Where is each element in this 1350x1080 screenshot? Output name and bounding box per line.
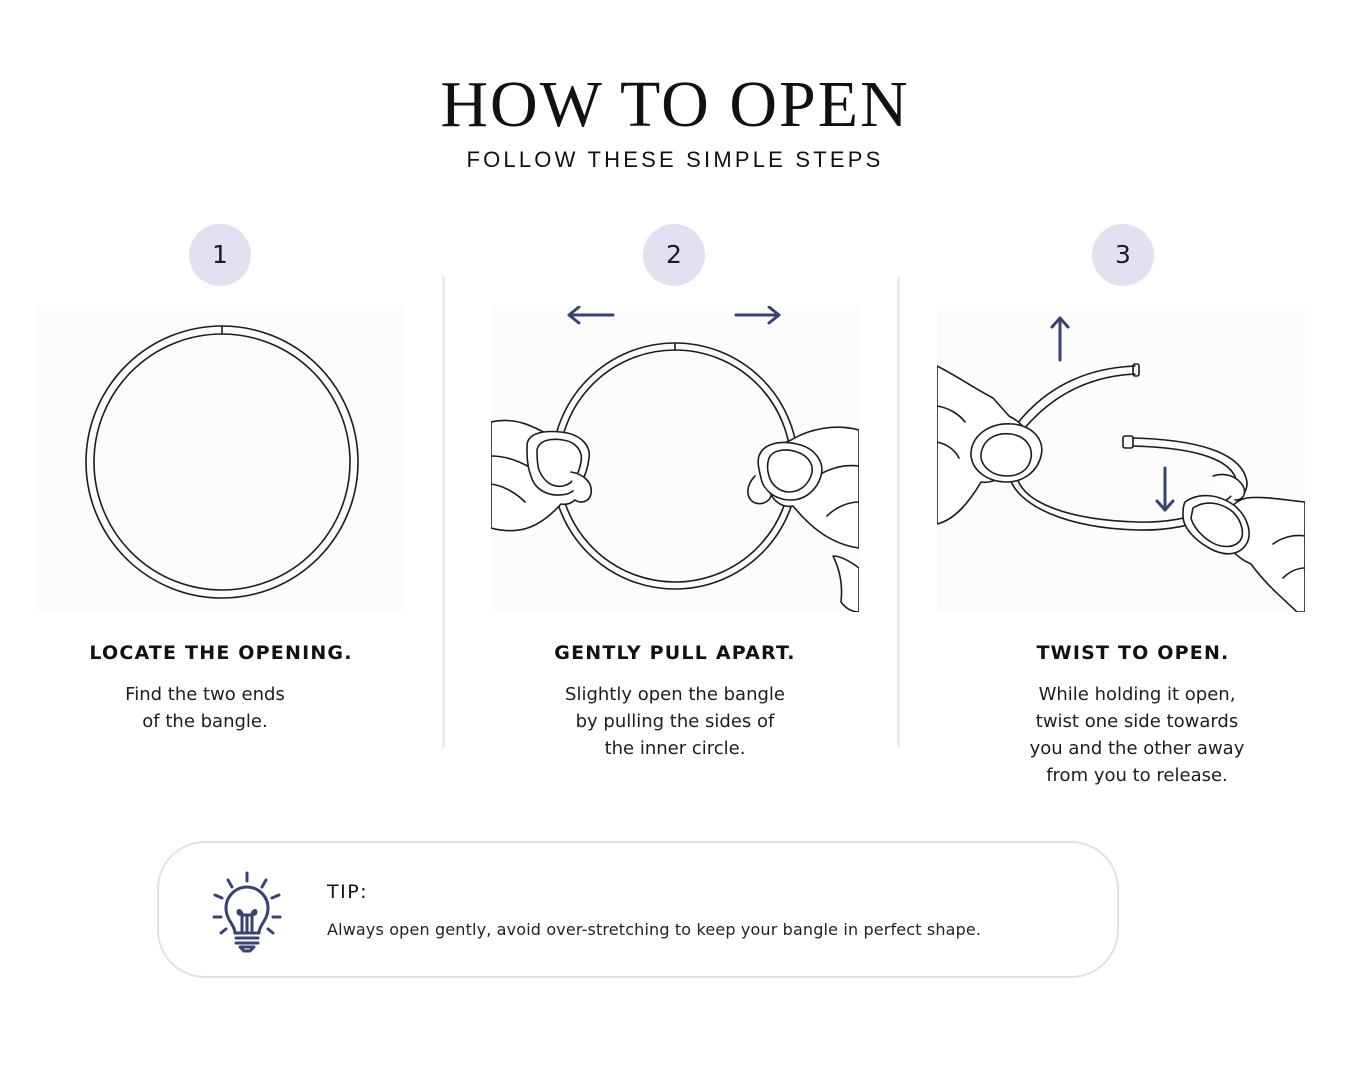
tip-label: TIP:	[327, 881, 369, 903]
tip-box: TIP: Always open gently, avoid over-stre…	[157, 841, 1119, 978]
arrow-down-icon	[1155, 466, 1175, 512]
step-description: Find the two ends of the bangle.	[21, 681, 389, 735]
step-number-badge: 3	[1092, 224, 1154, 286]
arrow-up-icon	[1050, 316, 1070, 362]
step-description-line: by pulling the sides of	[575, 711, 775, 732]
step-description: Slightly open the bangle by pulling the …	[491, 681, 859, 762]
step-title: LOCATE THE OPENING.	[89, 642, 353, 664]
page-subtitle: FOLLOW THESE SIMPLE STEPS	[466, 147, 884, 172]
step-description-line: Slightly open the bangle	[565, 684, 785, 705]
step-description-line: of the bangle.	[142, 711, 268, 732]
step-description-line: the inner circle.	[604, 738, 746, 759]
step-2: 2	[491, 222, 859, 802]
pull-apart-illustration	[491, 306, 859, 612]
closed-bangle-illustration	[37, 306, 405, 612]
step-description-line: Find the two ends	[125, 684, 285, 705]
step-description-line: twist one side towards	[1035, 711, 1239, 732]
step-divider	[897, 276, 900, 748]
step-number-badge: 2	[643, 224, 705, 286]
step-number-badge: 1	[189, 224, 251, 286]
step-title: TWIST TO OPEN.	[1036, 642, 1230, 664]
step-description-line: While holding it open,	[1038, 684, 1236, 705]
step-3: 3	[937, 222, 1305, 802]
page-title: HOW TO OPEN	[440, 68, 910, 141]
twist-open-illustration	[937, 306, 1305, 612]
step-description-line: from you to release.	[1046, 765, 1228, 786]
arrow-right-icon	[734, 306, 781, 325]
step-title: GENTLY PULL APART.	[554, 642, 796, 664]
arrow-left-icon	[567, 306, 615, 325]
step-description: While holding it open, twist one side to…	[943, 681, 1331, 789]
step-description-line: you and the other away	[1029, 738, 1245, 759]
lightbulb-icon	[211, 871, 283, 957]
tip-text: Always open gently, avoid over-stretchin…	[327, 920, 982, 939]
step-divider	[442, 276, 445, 748]
step-1: 1 LOCATE THE OPENING. Find the two ends …	[37, 222, 405, 802]
